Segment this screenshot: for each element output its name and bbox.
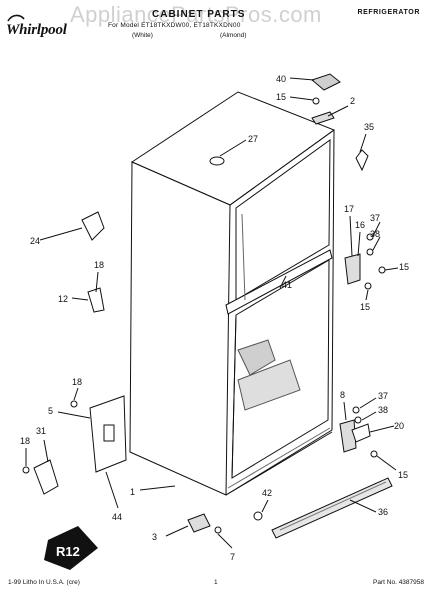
whirlpool-swoosh-icon: [7, 14, 25, 22]
callout-40: 40: [276, 74, 286, 84]
callout-1: 1: [130, 487, 135, 497]
svg-text:R12: R12: [56, 544, 80, 559]
cabinet-left-side: [129, 161, 231, 496]
callout-15-top: 15: [276, 92, 286, 102]
callout-36: 36: [378, 507, 388, 517]
part-2-hinge-top: [311, 111, 335, 125]
page-number: 1: [214, 579, 218, 586]
callout-15-mid-a: 15: [399, 262, 409, 272]
part-24-bracket: [81, 211, 105, 241]
callout-38-mid: 38: [370, 229, 380, 239]
callout-38-bottom: 38: [378, 405, 388, 415]
cabinet-right-face: [229, 129, 335, 206]
part-35: [355, 149, 369, 172]
part-3-leveler: [187, 513, 211, 533]
callout-18-upper: 18: [94, 260, 104, 270]
callout-8: 8: [340, 390, 345, 400]
callout-3: 3: [152, 532, 157, 542]
callout-24: 24: [30, 236, 40, 246]
model-line: For Model ET18TKXDW00, ET18TKXDN00: [108, 22, 241, 29]
variant-almond: (Almond): [220, 32, 247, 39]
part-38-washer-bottom: [354, 416, 362, 424]
callout-35: 35: [364, 122, 374, 132]
part-15-screw-top: [312, 97, 320, 105]
part-37-washer-mid: [366, 233, 374, 241]
callout-5: 5: [48, 406, 53, 416]
callout-12: 12: [58, 294, 68, 304]
callout-42: 42: [262, 488, 272, 498]
callout-37-bottom: 37: [378, 391, 388, 401]
part-8-hinge-bottom: [339, 419, 357, 453]
part-40-cap: [310, 73, 341, 91]
part-31-cover: [33, 459, 59, 495]
part-42-clip: [253, 511, 263, 521]
part-20-bracket: [351, 423, 371, 443]
part-18-screw-left: [22, 466, 30, 474]
callout-41: 41: [282, 280, 292, 290]
callout-37-mid: 37: [370, 213, 380, 223]
callout-15-bottom: 15: [398, 470, 408, 480]
callout-31: 31: [36, 426, 46, 436]
callout-2: 2: [350, 96, 355, 106]
part-15-screw-bottom: [370, 450, 378, 458]
callout-7: 7: [230, 552, 235, 562]
part-37-washer-bottom: [352, 406, 360, 414]
part-15-screw-mid-b: [364, 282, 372, 290]
part-15-screw-mid-a: [378, 266, 386, 274]
litho-note: 1-99 Litho In U.S.A. (cre): [8, 579, 80, 586]
mullion-41: [225, 249, 333, 315]
callout-18-left: 18: [20, 436, 30, 446]
part-number: Part No. 4387958: [373, 579, 424, 586]
part-27-plug: [209, 156, 225, 166]
part-38-washer-mid: [366, 248, 374, 256]
page-title: CABINET PARTS: [152, 9, 246, 20]
freezer-opening: [235, 139, 331, 301]
part-7-screw: [214, 526, 222, 534]
cabinet-right-edge: [225, 129, 335, 496]
part-17-hinge-mid: [344, 253, 361, 285]
variant-white: (White): [132, 32, 153, 39]
callout-16: 16: [355, 220, 365, 230]
callout-44: 44: [112, 512, 122, 522]
r12-badge-icon: R12: [44, 526, 98, 570]
watermark: AppliancePartsPros.com: [70, 2, 322, 27]
callout-15-mid-b: 15: [360, 302, 370, 312]
callout-27: 27: [248, 134, 258, 144]
part-5-slot: [103, 424, 115, 442]
callout-18-left-top: 18: [72, 377, 82, 387]
category-label: REFRIGERATOR: [357, 9, 420, 16]
callout-20: 20: [394, 421, 404, 431]
brand-logo: Whirlpool: [6, 22, 67, 38]
part-18-screw-left-top: [70, 400, 78, 408]
callout-17: 17: [344, 204, 354, 214]
